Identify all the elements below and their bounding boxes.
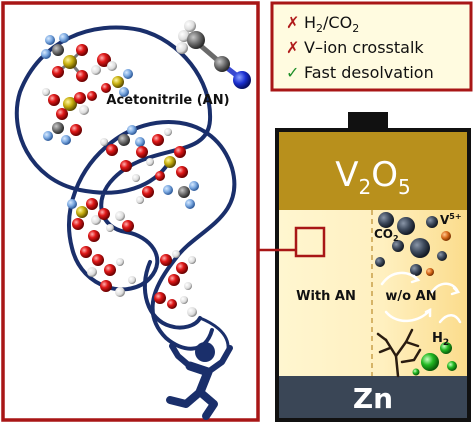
zoom-highlight-box xyxy=(294,226,326,258)
solvated-cluster-right-lower xyxy=(154,250,197,317)
anode-label: Zn xyxy=(353,382,393,415)
cross-mark-icon: ✗ xyxy=(286,13,299,32)
electrolyte-region xyxy=(279,210,467,376)
ribbon-tail xyxy=(142,260,202,330)
anode-layer xyxy=(279,376,467,418)
solvated-cluster-mid-left xyxy=(42,88,97,145)
legend-text-h2-co2: H2/CO2 xyxy=(304,13,359,35)
co2-bubbles xyxy=(375,212,447,276)
legend-box xyxy=(270,1,473,92)
battery-terminal xyxy=(348,112,388,132)
legend-text-desolvation: Fast desolvation xyxy=(304,63,434,82)
h2-bubbles xyxy=(412,342,457,376)
acetonitrile-molecule xyxy=(176,20,251,89)
co2-label: CO2 xyxy=(374,227,399,243)
cathode-layer xyxy=(279,132,467,210)
dendrite-icon xyxy=(376,328,422,378)
without-an-label: w/o AN xyxy=(385,289,436,304)
acetonitrile-label: Acetonitrile (AN) xyxy=(106,93,229,108)
check-mark-icon: ✓ xyxy=(286,63,299,82)
h2-label: H2 xyxy=(432,331,449,348)
solvated-cluster-center xyxy=(100,125,199,209)
solvated-cluster-lower xyxy=(67,198,136,297)
v-ion-dot xyxy=(441,231,451,241)
legend-item-h2-co2: ✗ H2/CO2 xyxy=(286,13,359,35)
legend-item-crosstalk: ✗ V–ion crosstalk xyxy=(286,38,424,57)
with-an-label: With AN xyxy=(296,289,356,304)
cathode-label: V2O5 xyxy=(335,155,411,199)
solvation-ribbon xyxy=(14,25,237,351)
v-ion-dot xyxy=(426,268,434,276)
v5-label: V5+ xyxy=(440,212,462,227)
legend-item-desolvation: ✓ Fast desolvation xyxy=(286,63,434,82)
crosstalk-arrows-icon xyxy=(380,271,462,324)
legend-text-crosstalk: V–ion crosstalk xyxy=(304,38,424,57)
runner-figure-icon xyxy=(166,316,233,420)
cross-mark-icon: ✗ xyxy=(286,38,299,57)
solvated-cluster-top xyxy=(41,33,133,97)
